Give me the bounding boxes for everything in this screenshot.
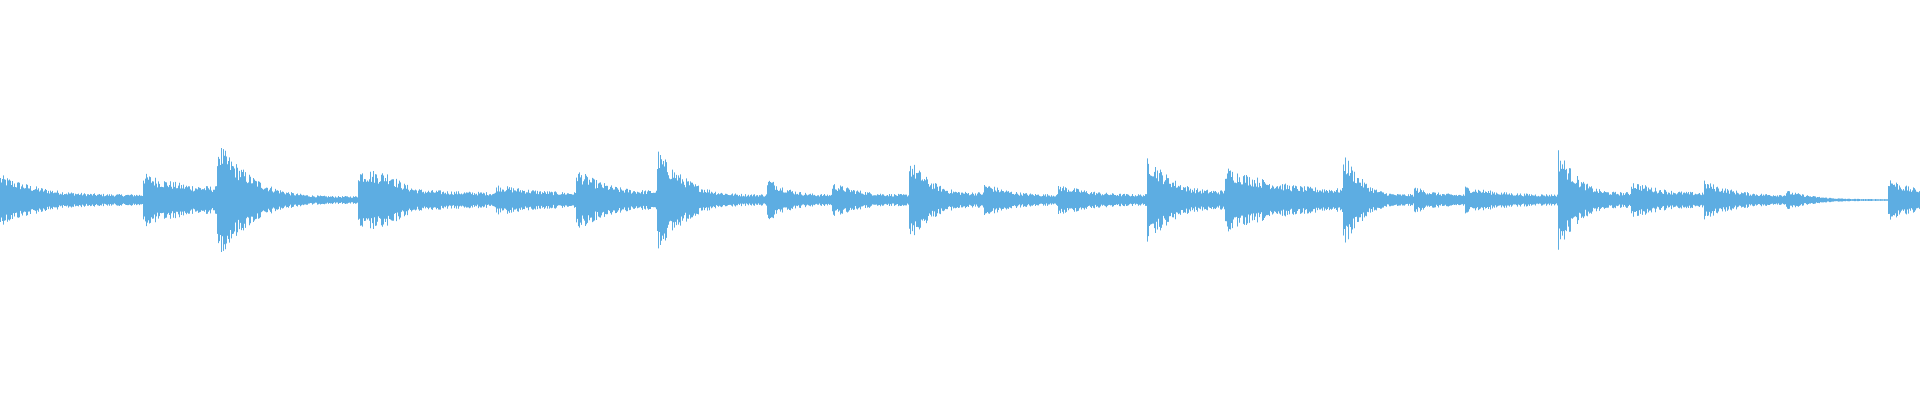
waveform-bars	[0, 148, 1920, 252]
